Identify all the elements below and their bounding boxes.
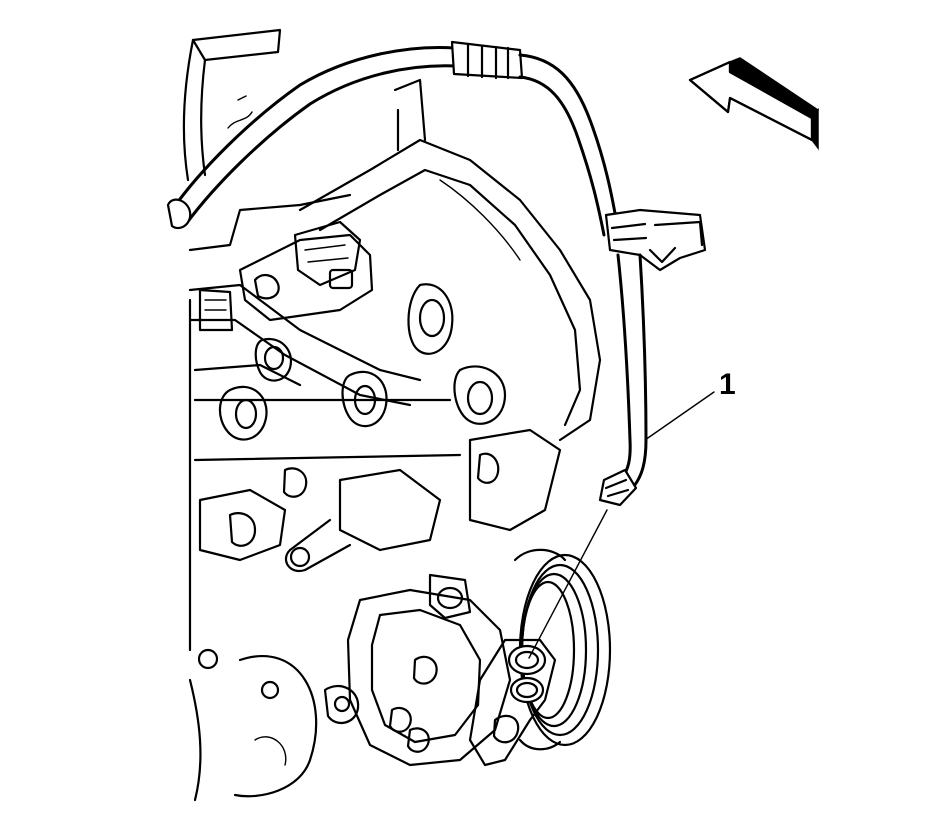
engine-block-outline [182,28,352,802]
power-steering-pump [323,573,512,767]
power-steering-hose [166,40,707,507]
coil-pack [238,220,374,322]
fuel-rail [188,283,462,462]
valve-cover [298,78,602,442]
callout-label-1: 1 [719,368,736,401]
pump-outlet-fitting [468,638,557,767]
arrow-icon [688,57,820,151]
lower-bracket [198,365,562,573]
callout-leaders [528,391,715,659]
